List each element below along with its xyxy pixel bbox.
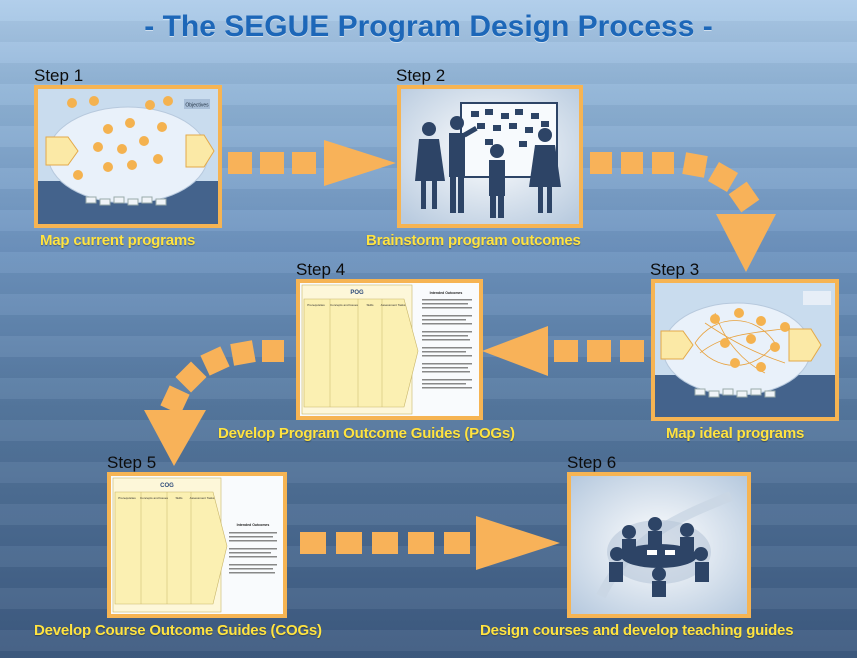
arrow-step5-to-step6 (300, 516, 560, 570)
cog-title: COG (160, 483, 174, 489)
step-4-label: Step 4 (296, 260, 346, 279)
arrow-step1-to-step2 (228, 140, 396, 186)
arrow-step3-to-step4 (482, 326, 644, 376)
cog-col-skills: Skills (175, 496, 183, 500)
step-2-label: Step 2 (396, 66, 446, 85)
step-5-thumbnail: COG Prerequisites Concepts and Issues Sk… (107, 472, 287, 618)
step-1-label: Step 1 (34, 66, 84, 85)
step-6-thumbnail (567, 472, 751, 618)
pog-title: POG (350, 290, 364, 296)
step-5-caption: Develop Course Outcome Guides (COGs) (34, 622, 322, 639)
pog-outcomes-heading: Intended Outcomes (430, 291, 463, 295)
cog-outcomes-heading: Intended Outcomes (237, 523, 270, 527)
step-3-caption: Map ideal programs (666, 425, 805, 442)
people-silhouettes (415, 116, 561, 218)
step-3-thumbnail (651, 279, 839, 421)
meeting-table-people (609, 517, 709, 597)
step-6-label: Step 6 (567, 453, 617, 472)
pog-illustration: POG Prerequisites Concepts and Issues Sk… (300, 283, 479, 416)
step-6-caption: Design courses and develop teaching guid… (480, 622, 794, 639)
step-2-thumbnail (397, 85, 583, 228)
page-title: - The SEGUE Program Design Process - (144, 10, 713, 43)
arrow-step4-to-step5 (144, 340, 284, 466)
cog-illustration: COG Prerequisites Concepts and Issues Sk… (111, 476, 283, 614)
step-3-label: Step 3 (650, 260, 700, 279)
pog-col-concepts: Concepts and Issues (330, 303, 359, 307)
step-4-caption: Develop Program Outcome Guides (POGs) (218, 425, 515, 442)
pog-col-prerequisites: Prerequisites (307, 303, 325, 307)
pog-col-skills: Skills (366, 303, 374, 307)
cog-col-prerequisites: Prerequisites (118, 496, 136, 500)
step-5-label: Step 5 (107, 453, 157, 472)
cog-col-concepts: Concepts and Issues (140, 496, 169, 500)
objectives-tag: Objectives (185, 103, 209, 109)
map-ideal-programs-illustration (655, 283, 835, 417)
map-current-programs-illustration: Objectives (38, 89, 218, 224)
cog-col-assessment: Assessment Tasks (190, 496, 215, 500)
design-courses-illustration (571, 476, 747, 614)
step-4-thumbnail: POG Prerequisites Concepts and Issues Sk… (296, 279, 483, 420)
pog-col-assessment: Assessment Tasks (381, 303, 406, 307)
arrow-step2-to-step3 (590, 152, 776, 272)
step-1-thumbnail: Objectives (34, 85, 222, 228)
step-2-caption: Brainstorm program outcomes (366, 232, 581, 249)
step-1-caption: Map current programs (40, 232, 196, 249)
brainstorm-illustration (401, 89, 579, 224)
